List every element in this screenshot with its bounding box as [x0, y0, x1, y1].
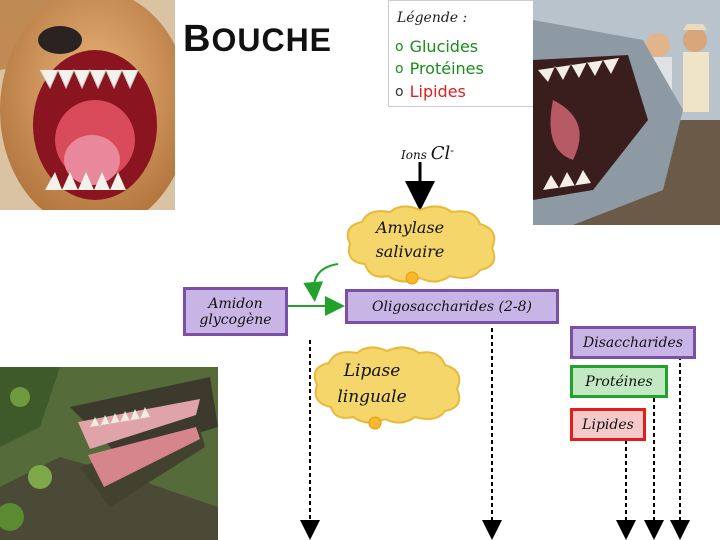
amylase-cloud: Amylase salivaire [340, 204, 502, 280]
ions-text: Ions [401, 148, 427, 162]
legend-item-proteines: o Protéines [395, 59, 484, 78]
amylase-curve-arrow [314, 264, 338, 292]
ions-label: Ions Cl- [401, 143, 454, 164]
legend-title: Légende : [397, 10, 467, 26]
disaccharides-label: Disaccharides [583, 335, 683, 351]
proteines-box: Protéines [570, 365, 668, 398]
oligosaccharides-label: Oligosaccharides (2-8) [372, 299, 532, 315]
disaccharides-box: Disaccharides [570, 326, 696, 359]
lipides-box: Lipides [570, 408, 646, 441]
title-first-letter: B [183, 18, 211, 60]
amidon-line1: Amidon [208, 296, 262, 312]
ions-symbol: Cl [431, 143, 451, 164]
bullet-icon: o [395, 39, 404, 55]
amidon-line2: glycogène [199, 312, 271, 328]
legend-label-lipides: Lipides [410, 82, 466, 101]
legend-label-proteines: Protéines [410, 59, 484, 78]
title-rest: OUCHE [211, 22, 332, 58]
oligosaccharides-box: Oligosaccharides (2-8) [345, 289, 559, 324]
legend-item-lipides: o Lipides [395, 82, 466, 101]
alligator-photo [0, 367, 218, 540]
lipase-line2: linguale [307, 387, 437, 407]
proteines-label: Protéines [585, 374, 652, 390]
legend-label-glucides: Glucides [410, 37, 479, 56]
page-title: BOUCHE [183, 18, 332, 61]
legend: Légende : o Glucides o Protéines o Lipid… [388, 0, 534, 107]
ions-charge: - [450, 144, 454, 157]
lipase-cloud: Lipase linguale [307, 345, 467, 430]
amidon-box: Amidon glycogène [183, 287, 288, 336]
legend-item-glucides: o Glucides [395, 37, 478, 56]
dog-photo [0, 0, 175, 210]
lipides-label: Lipides [582, 417, 634, 433]
bullet-icon: o [395, 61, 404, 77]
lipase-line1: Lipase [307, 361, 437, 381]
bullet-icon: o [395, 84, 404, 100]
shark-photo [533, 0, 720, 225]
amylase-line1: Amylase [340, 218, 480, 237]
amylase-line2: salivaire [340, 242, 480, 261]
